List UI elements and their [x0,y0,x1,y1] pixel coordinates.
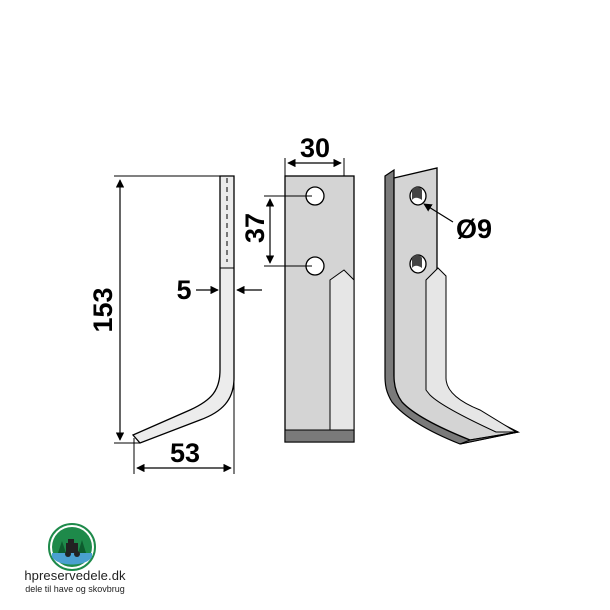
hole-spacing-dimension-label: 37 [240,213,270,243]
brand-logo [48,523,96,571]
perspective-hole-top-shadow [412,187,422,200]
width-dimension-label: 30 [300,133,330,163]
brand-tagline: dele til have og skovbrug [25,584,125,594]
front-view-bevel [329,269,355,442]
hole-diameter-label: Ø9 [456,214,492,244]
side-view: 153 5 53 [88,175,262,474]
brand-block: hpreservedele.dk dele til have og skovbr… [0,568,150,594]
front-view-edge [284,429,355,443]
perspective-hole-bottom-shadow [412,255,422,268]
height-dimension-label: 153 [88,287,118,332]
perspective-edge [459,431,519,445]
offset-dimension-label: 53 [170,438,200,468]
brand-name: hpreservedele.dk [24,568,126,583]
thickness-dimension-label: 5 [176,275,191,305]
front-view: 30 37 [240,133,355,443]
perspective-view: Ø9 [384,167,521,445]
side-view-blade-profile [131,175,235,444]
hole-diameter-leader [423,203,454,223]
